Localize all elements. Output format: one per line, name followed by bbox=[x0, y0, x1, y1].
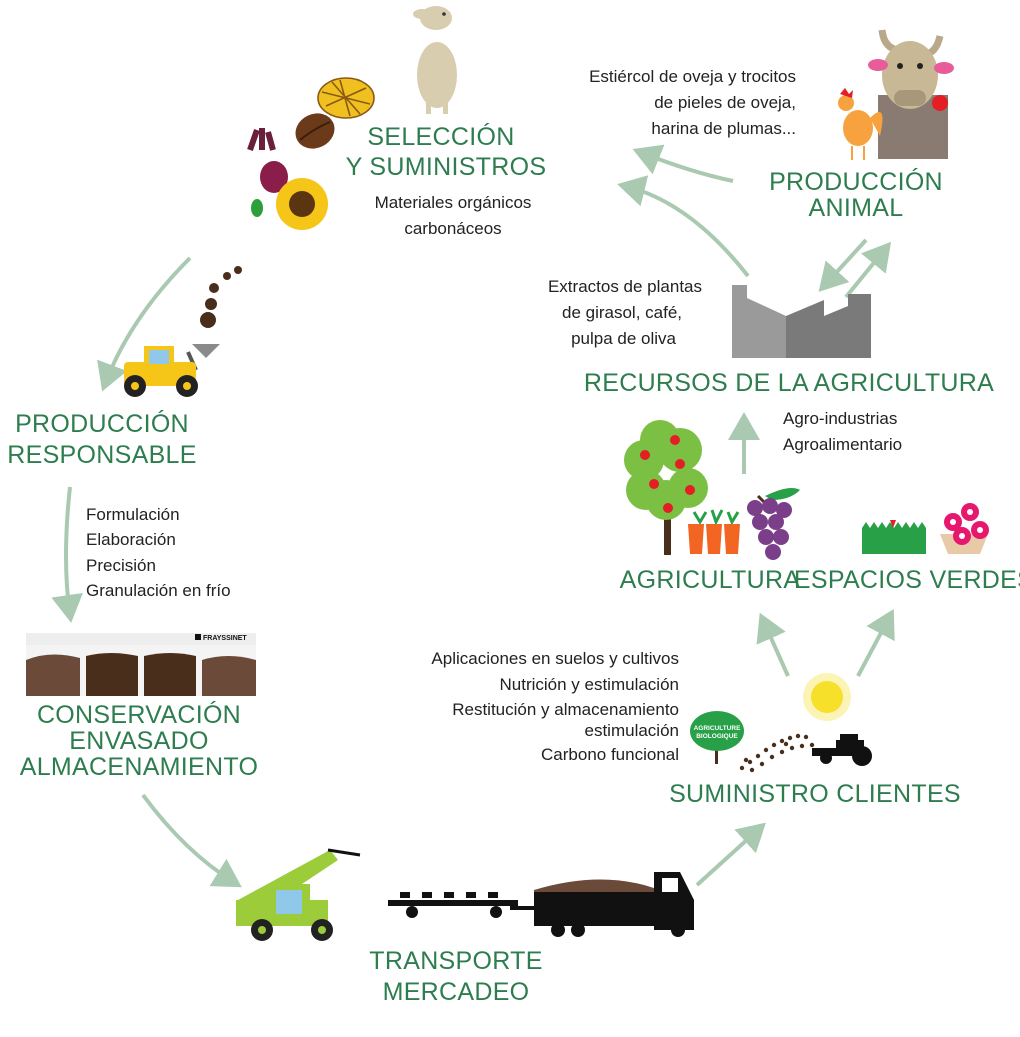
desc-formulacion: Formulación Elaboración Precisión Granul… bbox=[86, 505, 231, 600]
bio-logo-icon: AGRICULTURE BIOLOGIQUE bbox=[690, 711, 744, 764]
arrow-seleccion-to-produccion bbox=[97, 256, 192, 392]
desc-estiercol: Estiércol de oveja y trocitos de pieles … bbox=[589, 67, 796, 138]
desc-aplicaciones-line: estimulación bbox=[585, 721, 680, 740]
brand-frayssinet-label: FRAYSSINET bbox=[203, 635, 247, 642]
desc-agro-line: Agroalimentario bbox=[783, 435, 902, 454]
arrow-produccion-to-conservacion bbox=[51, 486, 83, 623]
compost-dots-icon bbox=[200, 266, 242, 328]
desc-materiales-line: carbonáceos bbox=[404, 219, 501, 238]
stage-animal-line1: PRODUCCIÓN bbox=[769, 167, 943, 196]
coffee-bean-icon bbox=[295, 113, 335, 149]
arrow-recursos-to-seleccion bbox=[617, 175, 750, 278]
desc-extractos-line: de girasol, café, bbox=[562, 303, 682, 322]
stage-transporte-line1: TRANSPORTE bbox=[369, 947, 542, 975]
grass-icon bbox=[862, 520, 926, 554]
stage-responsable-line2: RESPONSABLE bbox=[7, 441, 196, 469]
desc-aplicaciones: Aplicaciones en suelos y cultivos Nutric… bbox=[431, 649, 679, 764]
hay-icon bbox=[317, 77, 375, 119]
rooster-icon bbox=[838, 88, 883, 160]
stage-seleccion-line1: SELECCIÓN bbox=[367, 122, 514, 151]
telehandler-icon bbox=[236, 848, 361, 941]
desc-aplicaciones-line: Nutrición y estimulación bbox=[499, 675, 679, 694]
sheep-icon bbox=[413, 6, 457, 114]
desc-estiercol-line: harina de plumas... bbox=[651, 119, 796, 138]
grapes-icon bbox=[747, 488, 800, 560]
desc-formulacion-line: Formulación bbox=[86, 505, 180, 524]
stage-recursos: RECURSOS DE LA AGRICULTURA bbox=[584, 369, 994, 397]
arrow-animal-to-recursos bbox=[818, 238, 868, 292]
stage-transporte-line2: MERCADEO bbox=[383, 978, 530, 1006]
flower-pot-icon bbox=[940, 503, 989, 554]
olive-icon bbox=[251, 199, 263, 217]
desc-extractos: Extractos de plantas de girasol, café, p… bbox=[548, 277, 702, 348]
arrow-clientes-to-agricultura bbox=[756, 612, 790, 677]
stage-transporte: TRANSPORTE MERCADEO bbox=[369, 947, 542, 1006]
tractor-icon bbox=[812, 734, 872, 766]
desc-estiercol-line: de pieles de oveja, bbox=[654, 93, 796, 112]
arrow-conservacion-to-transporte bbox=[141, 793, 242, 888]
sunflower-icon bbox=[276, 178, 328, 230]
desc-aplicaciones-line: Restitución y almacenamiento bbox=[452, 700, 679, 719]
storage-bins-icon: FRAYSSINET bbox=[26, 633, 256, 696]
desc-formulacion-line: Precisión bbox=[86, 556, 156, 575]
sun-icon bbox=[803, 673, 851, 721]
desc-agro: Agro-industrias Agroalimentario bbox=[783, 409, 902, 454]
stage-responsable-line1: PRODUCCIÓN bbox=[15, 409, 189, 438]
stage-suministro-clientes: SUMINISTRO CLIENTES bbox=[669, 780, 961, 808]
arrow-clientes-to-espacios bbox=[856, 608, 895, 677]
desc-extractos-line: Extractos de plantas bbox=[548, 277, 702, 296]
stage-agricultura: AGRICULTURA bbox=[620, 566, 801, 594]
stage-produccion-responsable: PRODUCCIÓN RESPONSABLE bbox=[7, 409, 196, 469]
wheel-loader-icon bbox=[124, 344, 220, 397]
scattered-granules-icon bbox=[739, 733, 815, 773]
stage-animal-line2: ANIMAL bbox=[809, 194, 904, 222]
stage-conservacion-line1: CONSERVACIÓN bbox=[37, 700, 241, 729]
stage-conservacion-line2: ENVASADO bbox=[69, 727, 208, 755]
desc-extractos-line: pulpa de oliva bbox=[571, 329, 676, 348]
cow-icon bbox=[868, 29, 954, 159]
tree-icon bbox=[624, 420, 708, 555]
desc-materiales: Materiales orgánicos carbonáceos bbox=[375, 193, 532, 238]
desc-materiales-line: Materiales orgánicos bbox=[375, 193, 532, 212]
desc-formulacion-line: Granulación en frío bbox=[86, 581, 231, 600]
desc-agro-line: Agro-industrias bbox=[783, 409, 897, 428]
bio-logo-line2: BIOLOGIQUE bbox=[696, 733, 738, 740]
stage-espacios-verdes: ESPACIOS VERDES bbox=[794, 566, 1020, 594]
stage-conservacion: CONSERVACIÓN ENVASADO ALMACENAMIENTO bbox=[20, 700, 259, 781]
truck-trailer-icon bbox=[388, 872, 694, 937]
stage-conservacion-line3: ALMACENAMIENTO bbox=[20, 753, 259, 781]
beet-icon bbox=[247, 128, 288, 193]
desc-formulacion-line: Elaboración bbox=[86, 530, 176, 549]
stage-seleccion-line2: Y SUMINISTROS bbox=[346, 153, 547, 181]
carrots-icon bbox=[688, 509, 740, 554]
cycle-arrows bbox=[51, 144, 895, 888]
arrow-recursos-to-animal bbox=[844, 241, 892, 299]
bio-logo-line1: AGRICULTURE bbox=[694, 725, 741, 732]
stage-seleccion: SELECCIÓN Y SUMINISTROS bbox=[346, 122, 547, 181]
arrow-animal-to-seleccion bbox=[632, 144, 734, 183]
stage-produccion-animal: PRODUCCIÓN ANIMAL bbox=[769, 167, 943, 222]
factory-icon bbox=[732, 285, 871, 358]
desc-aplicaciones-line: Carbono funcional bbox=[541, 745, 679, 764]
arrow-transporte-to-clientes bbox=[695, 822, 766, 887]
desc-estiercol-line: Estiércol de oveja y trocitos bbox=[589, 67, 796, 86]
desc-aplicaciones-line: Aplicaciones en suelos y cultivos bbox=[431, 649, 679, 668]
